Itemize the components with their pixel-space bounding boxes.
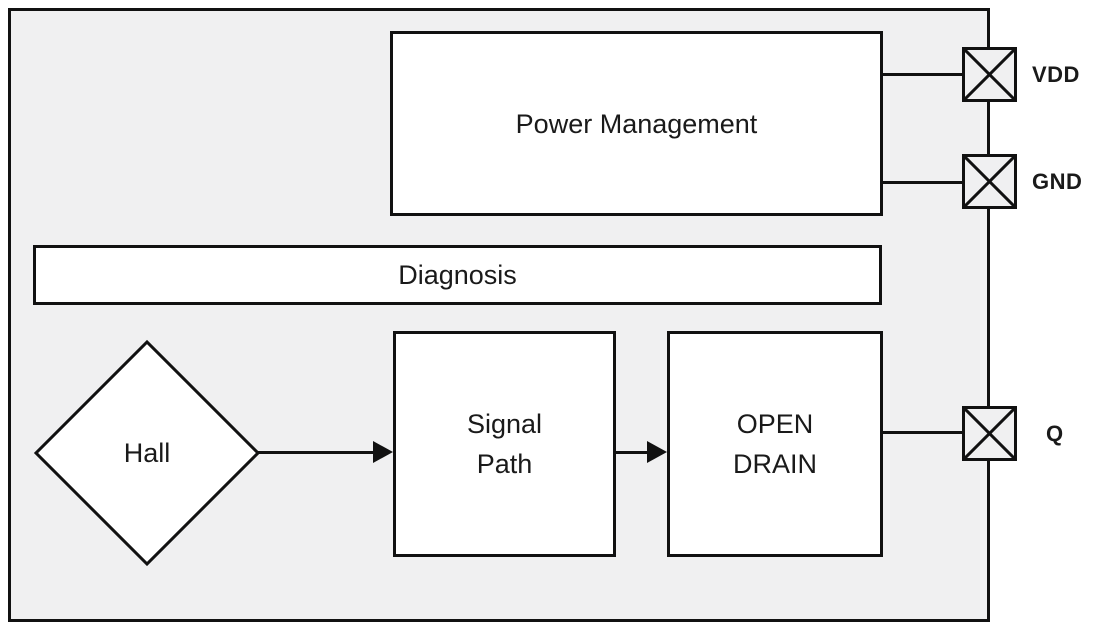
hall-block: Hall [33, 339, 261, 567]
power-to-vdd-connector [881, 73, 962, 76]
signal-path-label: Signal Path [466, 409, 543, 479]
signal-path-to-open-drain-connector [614, 451, 649, 454]
signal-path-block: Signal Path [393, 331, 616, 557]
arrowhead-icon [647, 441, 667, 463]
gnd-pin-label: GND [1032, 168, 1083, 194]
vdd-pin-icon [962, 47, 1017, 102]
diagnosis-block: Diagnosis [33, 245, 882, 305]
open-drain-block: OPEN DRAIN [667, 331, 883, 557]
gnd-pin-icon [962, 154, 1017, 209]
q-pin-icon [962, 406, 1017, 461]
vdd-pin-label: VDD [1032, 61, 1080, 87]
diagnosis-label: Diagnosis [398, 260, 517, 290]
hall-label: Hall [123, 437, 171, 468]
arrowhead-icon [373, 441, 393, 463]
power-to-gnd-connector [881, 181, 962, 184]
q-pin-label: Q [1046, 420, 1064, 446]
power-management-label: Power Management [515, 108, 758, 139]
hall-to-signal-path-connector [258, 451, 375, 454]
power-management-block: Power Management [390, 31, 883, 216]
open-drain-to-q-connector [881, 431, 963, 434]
open-drain-label: OPEN DRAIN [732, 409, 817, 479]
